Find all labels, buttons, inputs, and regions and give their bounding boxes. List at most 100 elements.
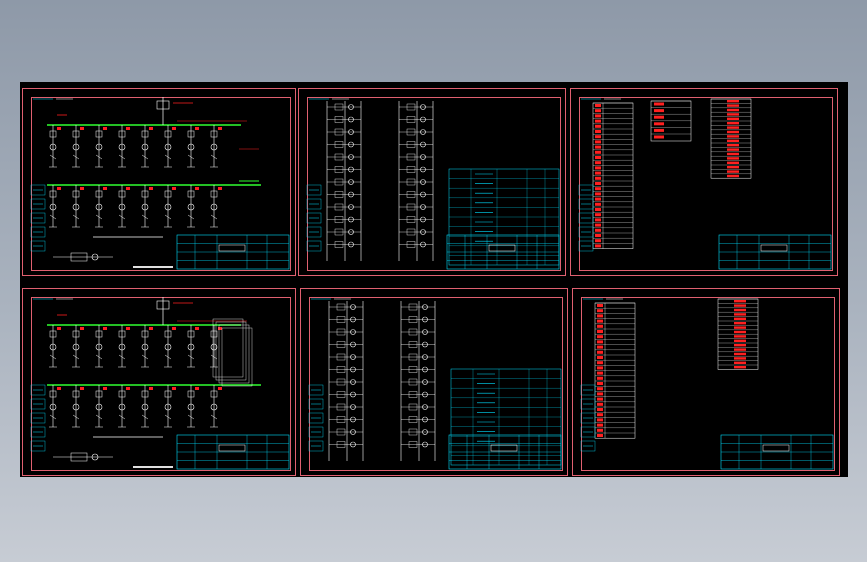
current-transformer: [95, 403, 103, 411]
schedule-marker: [597, 397, 603, 401]
schedule-marker: [597, 366, 603, 370]
sheet-inner-border: [307, 97, 561, 271]
coil-symbol: [350, 304, 356, 310]
drawing-sheet-3[interactable]: [570, 88, 838, 276]
current-transformer: [210, 343, 218, 351]
legend-meter: [91, 453, 99, 461]
sheet-drawing: [30, 297, 290, 470]
feeder-tag: [57, 127, 61, 130]
current-transformer: [164, 343, 172, 351]
side-label-cell: [30, 240, 46, 252]
feeder-breaker: [187, 390, 195, 398]
drawing-sheet-2[interactable]: [298, 88, 566, 276]
feeder-breaker: [210, 330, 218, 338]
feeder-tag: [195, 127, 199, 130]
equipment-schedule: [594, 298, 759, 439]
drawing-sheet-6[interactable]: [572, 288, 840, 476]
schedule-marker: [595, 124, 601, 128]
contact-symbol: [334, 116, 344, 123]
side-label-cell: [30, 226, 46, 238]
schedule-marker: [597, 408, 603, 411]
drawing-sheet-5[interactable]: [300, 288, 568, 476]
fuse-symbol: [210, 154, 218, 160]
title-block: [448, 434, 562, 470]
contact-symbol: [406, 103, 416, 111]
fuse-symbol: [210, 414, 218, 420]
feeder-breaker: [49, 330, 57, 338]
feeder-breaker: [141, 330, 149, 338]
contact-symbol: [406, 241, 416, 248]
current-transformer: [210, 403, 218, 411]
schedule-marker: [595, 109, 601, 113]
coil-symbol: [422, 429, 428, 435]
contact-symbol: [336, 416, 346, 423]
sheet-inner-border: [31, 297, 291, 471]
panel-outline: [212, 318, 244, 378]
coil-symbol: [420, 191, 426, 198]
feeder-breaker: [210, 130, 218, 138]
coil-symbol: [348, 154, 354, 160]
side-label-cell: [306, 184, 322, 196]
schedule-marker: [597, 319, 603, 323]
spec-marker: [727, 130, 739, 134]
schedule-marker: [597, 413, 603, 417]
feeder-tag: [195, 187, 199, 190]
side-label-cell: [578, 198, 594, 210]
current-transformer: [187, 203, 195, 211]
feeder-breaker: [141, 390, 149, 398]
spec-marker: [734, 352, 746, 356]
current-transformer: [141, 203, 149, 211]
fuse-symbol: [141, 154, 149, 160]
legend-meter: [91, 253, 99, 261]
legend-marker: [654, 102, 664, 106]
fuse-symbol: [72, 414, 80, 420]
drawing-sheet-1[interactable]: [22, 88, 296, 276]
contact-symbol: [408, 428, 418, 436]
drawing-number-box: [218, 244, 246, 252]
title-block: [446, 234, 560, 270]
coil-symbol: [420, 229, 426, 235]
fuse-symbol: [72, 154, 80, 160]
schedule-marker: [597, 423, 603, 427]
contact-symbol: [336, 328, 346, 336]
fuse-symbol: [72, 354, 80, 360]
coil-symbol: [350, 316, 356, 323]
schedule-marker: [595, 176, 601, 180]
coil-symbol: [422, 354, 428, 360]
contact-symbol: [334, 166, 344, 173]
schedule-marker: [595, 197, 601, 201]
contact-symbol: [334, 178, 344, 186]
schedule-marker: [595, 119, 601, 123]
legend-symbol: [70, 252, 88, 262]
feeder-breaker: [72, 390, 80, 398]
spec-marker: [727, 100, 739, 103]
feeder-tag: [126, 387, 130, 390]
coil-symbol: [348, 241, 354, 248]
contact-symbol: [336, 428, 346, 436]
schedule-marker: [597, 356, 603, 359]
side-label-cell: [30, 398, 46, 410]
schedule-marker: [595, 145, 601, 149]
feeder-tag: [80, 387, 84, 390]
drawing-sheet-4[interactable]: [22, 288, 296, 476]
side-label-cell: [30, 426, 46, 438]
feeder-tag: [195, 327, 199, 330]
coil-symbol: [420, 116, 426, 123]
spec-marker: [727, 166, 739, 169]
side-label-cell: [308, 440, 324, 452]
coil-symbol: [420, 104, 426, 110]
feeder-tag: [149, 127, 153, 130]
contact-symbol: [334, 141, 344, 148]
coil-symbol: [420, 204, 426, 210]
fuse-symbol: [141, 354, 149, 360]
side-label-cell: [308, 412, 324, 424]
contact-symbol: [336, 441, 346, 448]
schedule-marker: [597, 314, 603, 318]
incoming-breaker: [156, 100, 170, 110]
current-transformer: [49, 143, 57, 151]
spec-marker: [727, 108, 739, 112]
coil-symbol: [348, 166, 354, 173]
cad-drawing-canvas[interactable]: [20, 82, 848, 477]
schedule-marker: [595, 234, 601, 237]
coil-symbol: [422, 304, 428, 310]
